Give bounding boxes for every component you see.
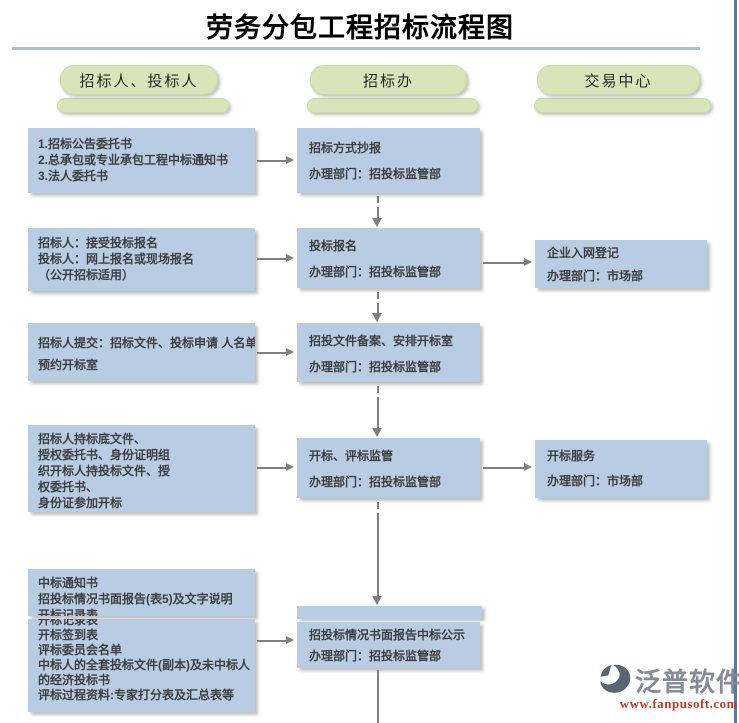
- fanpu-logo: 泛普软件 www.fanpusoft.com: [598, 662, 739, 712]
- box-text-line: 开标记录表: [38, 619, 99, 627]
- box-text-line: 授权委托书、身份证明组: [38, 448, 171, 462]
- box-text-line: 办理部门：市场部: [547, 269, 644, 283]
- arrow-down-icon-middle2-to-middle3: [372, 292, 383, 322]
- flow-line-middle5-continuation: [377, 670, 379, 723]
- column-header-bid-office-shadow-pill: [307, 98, 478, 113]
- page-title: 劳务分包工程招标流程图: [206, 13, 514, 44]
- middle-box-bid-method-report: 招标方式抄报 办理部门：招投标监管部: [297, 128, 480, 193]
- right-frame-border: [734, 0, 737, 723]
- middle-box-award-publicity: 招投标情况书面报告中标公示 办理部门：招投标监管部: [297, 622, 480, 668]
- left-box-open-bid-materials: 招标人持标底文件、 授权委托书、身份证明组 织开标人持投标文件、授 权委托书、 …: [28, 425, 255, 512]
- column-header-bidders-label: 招标人、投标人: [60, 65, 218, 95]
- box-text-line: 织开标人持投标文件、授: [38, 464, 171, 478]
- box-text-line: 开标签到表: [38, 628, 99, 642]
- box-text-line: 办理部门：招投标监管部: [309, 360, 442, 374]
- box-text-line: 招投标情况书面报告中标公示: [309, 628, 466, 642]
- right-box-bid-opening-service: 开标服务 办理部门：市场部: [535, 440, 707, 498]
- column-header-trade-center-shadow-pill: [534, 98, 711, 113]
- arrow-down-icon-middle3-to-middle4: [372, 386, 383, 437]
- arrow-right-icon-left5-to-middle5: [257, 636, 294, 645]
- column-header-trade-center-label: 交易中心: [537, 65, 700, 95]
- arrow-down-icon-middle1-to-middle2: [372, 196, 383, 227]
- box-text-line: 办理部门：市场部: [547, 474, 644, 488]
- box-text-line: 的经济投标书: [38, 673, 111, 687]
- left-box-bid-file-submission: 招标人提交：招标文件、投标申请 人名单 预约开标室: [28, 323, 255, 381]
- box-text-line: 招标人持标底文件、: [38, 432, 147, 446]
- middle-box-award-publicity-strip: [297, 606, 482, 619]
- box-text-line: 评标过程资料:专家打分表及汇总表等: [38, 688, 234, 702]
- box-text-line: 2.总承包或专业承包工程中标通知书: [38, 153, 229, 167]
- box-text-line: 开标记录表: [38, 608, 99, 616]
- arrow-right-icon-left1-to-middle1: [257, 156, 294, 165]
- box-text-line: 招投标情况书面报告(表5)及文字说明: [38, 592, 233, 606]
- box-text-line: 招标人：接受投标报名: [38, 236, 159, 250]
- arrow-right-icon-left2-to-middle2: [257, 254, 294, 263]
- box-text-line: 办理部门：招投标监管部: [309, 475, 442, 489]
- box-text-line: 投标报名: [309, 239, 358, 253]
- column-header-trade-center: 交易中心: [534, 65, 711, 113]
- box-text-line: 中标通知书: [38, 576, 99, 590]
- column-header-bid-office-label: 招标办: [310, 65, 467, 95]
- box-text-line: 招标方式抄报: [309, 141, 382, 155]
- column-header-bid-office: 招标办: [307, 65, 478, 113]
- box-text-line: 3.法人委托书: [38, 169, 109, 183]
- middle-box-open-evaluation-supervision: 开标、评标监管 办理部门：招投标监管部: [297, 438, 480, 498]
- box-text-line: 权委托书、: [38, 480, 99, 494]
- box-text-line: 身份证参加开标: [38, 496, 123, 510]
- left-box-award-documents-upper: 中标通知书 招投标情况书面报告(表5)及文字说明 开标记录表: [28, 569, 255, 616]
- box-text-line: 1.招标公告委托书: [38, 137, 133, 151]
- box-text-line: 企业入网登记: [547, 246, 620, 260]
- title-divider: [12, 47, 700, 50]
- right-box-enterprise-network-registration: 企业入网登记 办理部门：市场部: [535, 240, 707, 288]
- column-header-bidders-shadow-pill: [57, 98, 229, 113]
- box-text-line: 招投文件备案、安排开标室: [309, 334, 454, 348]
- box-text-line: 评标委员会名单: [38, 643, 123, 657]
- box-text-line: 办理部门：招投标监管部: [309, 167, 442, 181]
- box-text-line: 招标人提交：招标文件、投标申请 人名单: [38, 336, 255, 350]
- middle-box-bid-registration: 投标报名 办理部门：招投标监管部: [297, 228, 480, 288]
- left-box-award-documents-lower: 开标记录表 开标签到表 评标委员会名单 中标人的全套投标文件(副本)及未中标人 …: [28, 619, 255, 712]
- column-header-bidders: 招标人、投标人: [57, 65, 229, 113]
- box-text-line: 投标人：网上报名或现场报名: [38, 252, 195, 266]
- fanpu-logo-text: 泛普软件: [635, 667, 739, 697]
- arrow-right-icon-middle2-to-right1: [483, 258, 532, 267]
- arrow-right-icon-left4-to-middle4: [257, 463, 294, 472]
- box-text-line: 预约开标室: [38, 358, 99, 372]
- box-text-line: 办理部门：招投标监管部: [309, 649, 442, 663]
- arrow-right-icon-left3-to-middle3: [257, 348, 294, 357]
- arrow-down-icon-middle4-to-middle5: [372, 502, 383, 605]
- arrow-right-icon-middle4-to-right2: [483, 463, 532, 472]
- middle-box-file-record-arrange-room: 招投文件备案、安排开标室 办理部门：招投标监管部: [297, 323, 480, 382]
- box-text-line: 中标人的全套投标文件(副本)及未中标人: [38, 658, 250, 672]
- box-text-line: （公开招标适用）: [38, 268, 135, 282]
- box-text-line: 办理部门：招投标监管部: [309, 265, 442, 279]
- box-text-line: 开标服务: [547, 449, 596, 463]
- left-box-registration-methods: 招标人：接受投标报名 投标人：网上报名或现场报名 （公开招标适用）: [28, 228, 255, 291]
- box-text-line: 开标、评标监管: [309, 449, 394, 463]
- left-box-entrust-documents: 1.招标公告委托书 2.总承包或专业承包工程中标通知书 3.法人委托书: [28, 128, 255, 193]
- fanpu-logo-icon: [598, 663, 632, 699]
- fanpu-logo-url: www.fanpusoft.com: [619, 696, 738, 711]
